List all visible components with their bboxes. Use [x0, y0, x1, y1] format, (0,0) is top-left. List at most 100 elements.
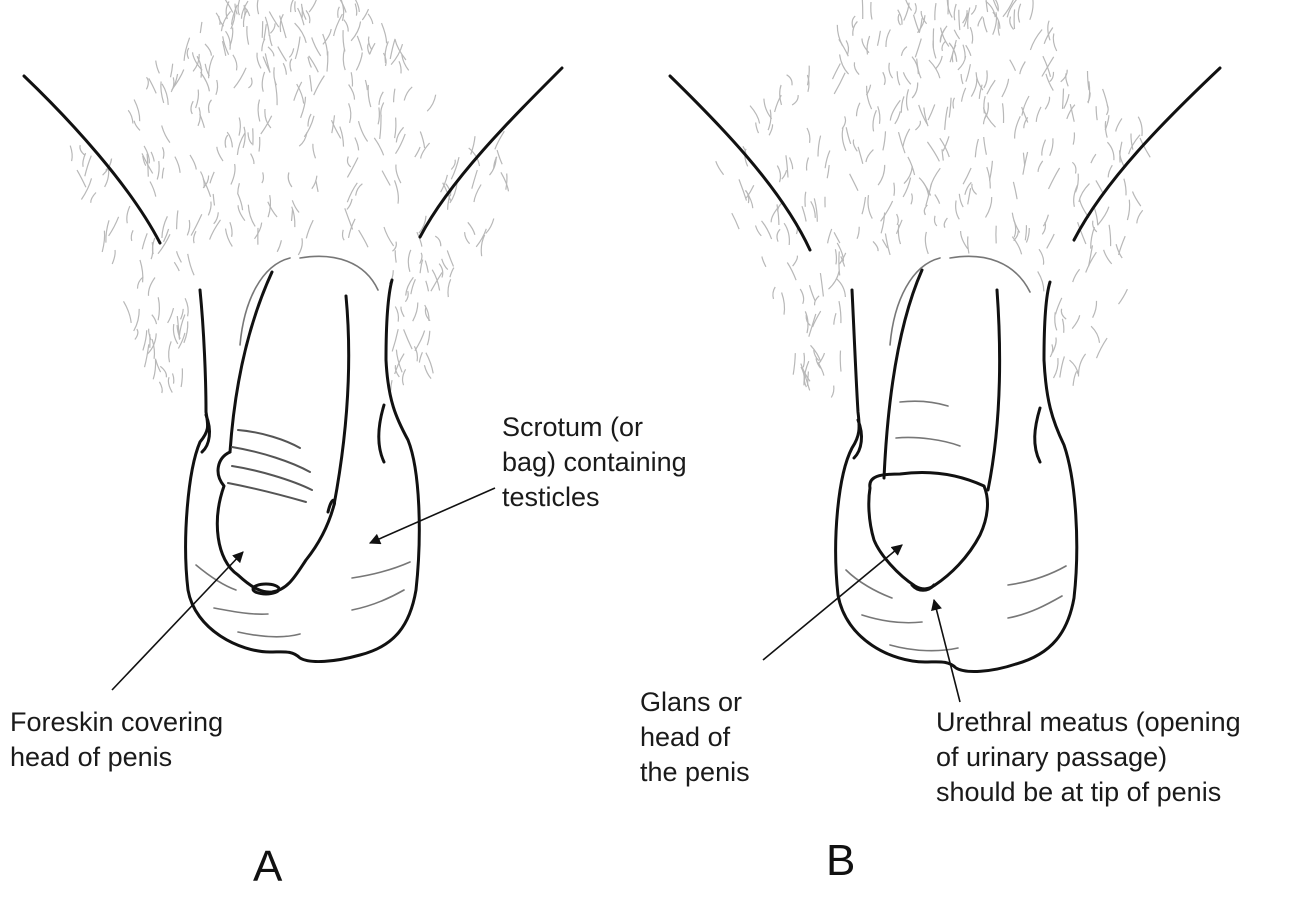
- hair-strand: [359, 121, 368, 141]
- hair-strand: [949, 98, 951, 118]
- hair-strand: [435, 236, 441, 246]
- hair-strand: [868, 195, 872, 219]
- hair-strand: [351, 22, 361, 41]
- hair-strand: [427, 331, 430, 345]
- hair-strand: [148, 278, 155, 296]
- hair-strand: [716, 161, 724, 175]
- hair-strand: [306, 220, 313, 238]
- figure-b-scrotum-crease-3: [890, 645, 958, 651]
- hair-strand: [885, 234, 890, 255]
- hair-strand: [134, 121, 140, 131]
- hair-strand: [771, 208, 777, 222]
- hair-strand: [1055, 312, 1057, 330]
- hair-strand: [415, 147, 420, 157]
- hair-strand: [259, 137, 260, 152]
- hair-strand: [306, 10, 310, 23]
- hair-strand: [168, 308, 174, 323]
- hair-strand: [177, 210, 178, 229]
- figure-b-circumcised: [670, 68, 1220, 671]
- hair-strand: [365, 80, 367, 90]
- hair-strand: [1054, 358, 1059, 378]
- hair-strand: [152, 315, 157, 324]
- hair-strand: [966, 45, 971, 56]
- hair-strand: [914, 3, 916, 14]
- hair-strand: [368, 14, 373, 24]
- hair-strand: [886, 30, 890, 48]
- hair-strand: [384, 227, 394, 246]
- foreskin-leader-arrow: [112, 552, 243, 690]
- hair-strand: [425, 261, 428, 273]
- hair-strand: [188, 254, 194, 275]
- hair-strand: [264, 24, 266, 40]
- hair-strand: [169, 341, 172, 362]
- hair-strand: [944, 218, 947, 228]
- hair-strand: [408, 250, 411, 272]
- hair-strand: [862, 197, 866, 214]
- hair-strand: [295, 23, 307, 43]
- hair-strand: [931, 168, 941, 187]
- hair-strand: [911, 194, 912, 205]
- hair-strand: [336, 0, 347, 13]
- hair-strand: [159, 382, 162, 393]
- hair-strand: [853, 140, 857, 152]
- hair-strand: [415, 331, 425, 351]
- hair-strand: [262, 21, 263, 38]
- hair-strand: [181, 368, 182, 387]
- hair-strand: [474, 185, 481, 203]
- hair-strand: [1116, 118, 1122, 131]
- hair-strand: [912, 57, 918, 75]
- hair-strand: [782, 170, 787, 179]
- meatus-label-line-1: Urethral meatus (opening: [936, 705, 1241, 740]
- hair-strand: [889, 63, 893, 78]
- figure-b-scrotum-crease-5: [1008, 596, 1062, 618]
- hair-strand: [401, 307, 404, 317]
- hair-strand: [486, 219, 494, 234]
- hair-strand: [1002, 79, 1009, 97]
- figure-a-foreskin-fold-4: [228, 483, 306, 502]
- hair-strand: [1091, 326, 1099, 343]
- figure-a-scrotum-crease-2: [214, 608, 268, 614]
- hair-strand: [818, 362, 824, 375]
- hair-strand: [846, 127, 851, 144]
- hair-strand: [915, 39, 921, 58]
- hair-strand: [1133, 192, 1141, 207]
- urethral-meatus-label: Urethral meatus (opening of urinary pass…: [936, 705, 1241, 810]
- hair-strand: [243, 10, 247, 27]
- hair-strand: [314, 76, 325, 96]
- hair-strand: [968, 188, 971, 204]
- hair-strand: [349, 85, 355, 100]
- hair-strand: [262, 172, 264, 183]
- hair-strand: [109, 217, 119, 236]
- meatus-label-line-2: of urinary passage): [936, 740, 1241, 775]
- hair-strand: [185, 298, 188, 316]
- hair-strand: [427, 95, 436, 112]
- hair-strand: [924, 205, 927, 215]
- hair-strand: [181, 309, 184, 320]
- hair-strand: [1079, 184, 1090, 202]
- hair-strand: [214, 212, 219, 224]
- figure-a-shaft-right: [334, 296, 349, 505]
- figure-b-right-fold: [1035, 408, 1040, 462]
- meatus-label-line-3: should be at tip of penis: [936, 775, 1241, 810]
- hair-strand: [290, 59, 292, 72]
- hair-strand: [447, 250, 453, 266]
- hair-strand: [762, 257, 766, 267]
- hair-strand: [472, 170, 478, 189]
- hair-strand: [878, 165, 885, 185]
- hair-strand: [270, 35, 272, 46]
- hair-strand: [1078, 354, 1085, 377]
- hair-strand: [807, 158, 809, 171]
- hair-strand: [238, 205, 245, 221]
- hair-strand: [1050, 138, 1053, 156]
- hair-strand: [184, 321, 188, 343]
- figure-a-foreskin-fold-1: [238, 430, 300, 448]
- hair-strand: [262, 72, 264, 92]
- hair-strand: [421, 143, 430, 159]
- hair-strand: [858, 147, 863, 164]
- hair-strand: [251, 154, 254, 164]
- hair-strand: [1103, 89, 1108, 108]
- hair-strand: [854, 62, 859, 74]
- hair-strand: [935, 195, 940, 204]
- hair-strand: [295, 1, 296, 12]
